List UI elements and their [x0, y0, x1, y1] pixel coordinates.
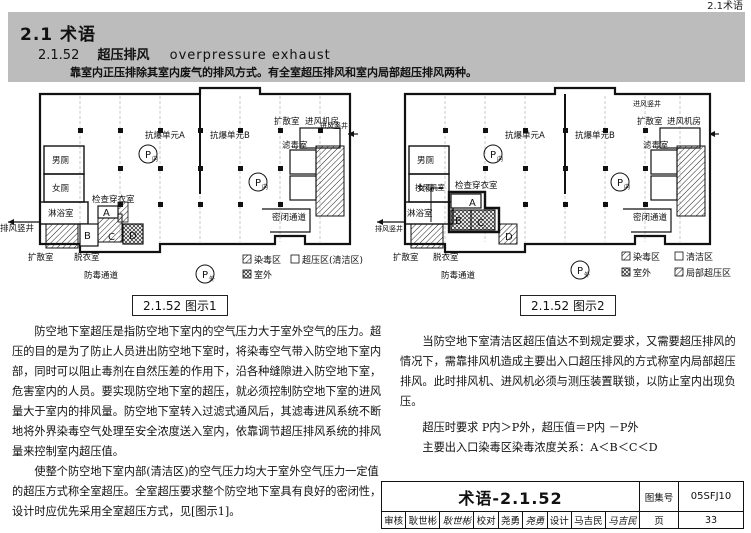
zone-c: C	[108, 232, 115, 243]
right-paragraph-1: 当防空地下室清洁区超压值达不到规定要求，又需要超压排风的情况下，需靠排风机造成主…	[400, 335, 736, 408]
label2-exhaust-room: 排风机室	[415, 182, 445, 192]
label2-shower: 淋浴室	[407, 208, 433, 219]
proof-label: 校对	[473, 511, 499, 529]
design-label: 设计	[546, 511, 572, 529]
label2-intake-shaft: 进风竖井	[633, 99, 661, 108]
label-filter-room: 滤毒室	[282, 140, 308, 151]
zone2-c: C	[477, 218, 484, 229]
label-intake-shaft: 进风竖井	[320, 121, 348, 130]
drawing-title-block: 术语-2.1.52 图集号 05SFJ10 审核 耿世彬 耿世彬 校对 尧勇 尧…	[380, 481, 744, 529]
atlas-no: 05SFJ10	[678, 481, 744, 512]
label2-exhaust-shaft: 排风竖井	[375, 224, 403, 233]
legend1-outdoor: 室外	[254, 269, 272, 281]
label-diffuser-left: 扩散室	[28, 252, 54, 263]
p-in-symbol-b: P	[255, 178, 261, 189]
zone-b: B	[84, 231, 91, 242]
p-in-subscript-b: 内	[262, 183, 268, 191]
label-women-wc: 女厕	[52, 183, 70, 194]
label2-diffuser-right: 扩散室	[637, 116, 663, 127]
zone-d: D	[129, 231, 137, 242]
term-definition: 靠室内正压排除其室内废气的排风方式。有全室超压排风和室内局部超压排风两种。	[70, 66, 477, 79]
page-number: 33	[678, 511, 744, 529]
header-band	[8, 12, 745, 82]
figure1-floor-plan: P 内 P 内 P 外 排风竖井 扩散室 男厕 女厕 淋浴室 检查穿衣室 脱衣室…	[0, 86, 363, 284]
label2-sealed-passage: 密闭通道	[633, 212, 668, 223]
label2-intake-room: 进风机房	[667, 116, 701, 127]
label-unit-b: 抗爆单元B	[210, 130, 250, 141]
section-title: 2.1 术语	[20, 25, 97, 45]
subsection-cn: 超压排风	[97, 48, 150, 63]
left-paragraphs: 防空地下室超压是指防空地下室内的空气压力大于室外空气的压力。超压的目的是为了防止…	[12, 322, 386, 522]
page-label: 页	[639, 511, 679, 529]
zone-a: A	[103, 208, 110, 219]
label-diffuser-right: 扩散室	[274, 116, 300, 127]
p2-in-symbol: P	[490, 150, 496, 161]
designer-name: 马吉民	[570, 511, 606, 529]
p-in-symbol: P	[145, 150, 151, 161]
legend2-contaminated: 染毒区	[633, 251, 660, 263]
label-check-dress: 检查穿衣室	[92, 194, 135, 205]
label2-diffuser-left: 扩散室	[393, 252, 419, 263]
p2-out-subscript: 外	[584, 271, 590, 279]
subsection-en: overpressure exhaust	[169, 48, 331, 63]
label2-check-dress: 检查穿衣室	[455, 180, 498, 191]
right-concentration: 主要出入口染毒区染毒浓度关系：A＜B＜C＜D	[422, 441, 658, 454]
label2-unit-b: 抗爆单元B	[575, 130, 615, 141]
p2-in-subscript-b: 内	[624, 183, 630, 191]
p-out-subscript: 外	[209, 275, 215, 283]
label-exhaust-shaft: 排风竖井	[0, 223, 34, 234]
drawing-title: 术语-2.1.52	[381, 481, 640, 512]
right-paragraphs: 当防空地下室清洁区超压值达不到规定要求，又需要超压排风的情况下，需靠排风机造成主…	[400, 332, 740, 458]
label-decon-passage: 防毒通道	[84, 270, 119, 281]
subsection-number: 2.1.52	[38, 48, 80, 63]
label2-men-wc: 男厕	[417, 156, 435, 166]
label2-undress: 脱衣室	[433, 252, 459, 263]
reviewer-name: 耿世彬	[405, 511, 441, 529]
label-sealed-passage: 密闭通道	[272, 212, 307, 223]
proofer-name: 尧勇	[497, 511, 524, 529]
zone2-d: D	[505, 232, 513, 243]
left-paragraph-2: 使整个防空地下室内部(清洁区)的空气压力均大于室外空气压力一定值的超压方式称全室…	[12, 465, 382, 518]
label-intake-room: 进风机房	[305, 116, 339, 127]
label2-decon-passage: 防毒通道	[441, 270, 476, 281]
label-men-wc: 男厕	[52, 156, 70, 166]
p-out-symbol: P	[202, 270, 208, 281]
legend2-local-overpressure: 局部超压区	[686, 267, 731, 279]
label2-women-wc: 女厕	[417, 183, 435, 194]
label-unit-a: 抗爆单元A	[145, 130, 185, 141]
legend2-outdoor: 室外	[633, 267, 651, 279]
p2-in-subscript: 内	[497, 155, 503, 163]
p2-out-symbol: P	[577, 266, 583, 277]
p2-in-symbol-b: P	[617, 178, 623, 189]
right-formula: 超压时要求 P内＞P外，超压值＝P内 －P外	[422, 421, 639, 434]
legend1-contaminated: 染毒区	[254, 254, 281, 266]
page-corner-label: 2.1术语	[707, 1, 743, 12]
atlas-no-label: 图集号	[639, 481, 679, 512]
reviewer-signature: 耿世彬	[439, 511, 475, 529]
figure2-caption: 2.1.52 图示2	[520, 295, 616, 316]
proofer-signature: 尧勇	[522, 511, 548, 529]
p-in-subscript: 内	[152, 155, 158, 163]
label-undress: 脱衣室	[74, 252, 100, 263]
subsection-title: 2.1.52 超压排风 overpressure exhaust	[38, 44, 331, 63]
left-paragraph-1: 防空地下室超压是指防空地下室内的空气压力大于室外空气的压力。超压的目的是为了防止…	[12, 325, 382, 458]
label2-unit-a: 抗爆单元A	[505, 130, 545, 141]
figure1-caption: 2.1.52 图示1	[132, 295, 228, 316]
label2-filter-room: 滤毒室	[643, 140, 669, 151]
zone2-a: A	[469, 198, 476, 209]
figure2-floor-plan: P 内 P 内 P 外 排风竖井 排风机室 扩散室 男厕 女厕 淋浴室 检查穿衣…	[375, 86, 731, 281]
label-shower: 淋浴室	[48, 208, 74, 219]
legend1-overpressure: 超压区(清洁区)	[302, 254, 363, 266]
designer-signature: 马吉民	[604, 511, 641, 529]
review-label: 审核	[380, 511, 407, 529]
zone2-b: B	[455, 216, 462, 227]
legend2-clean: 清洁区	[686, 251, 713, 263]
